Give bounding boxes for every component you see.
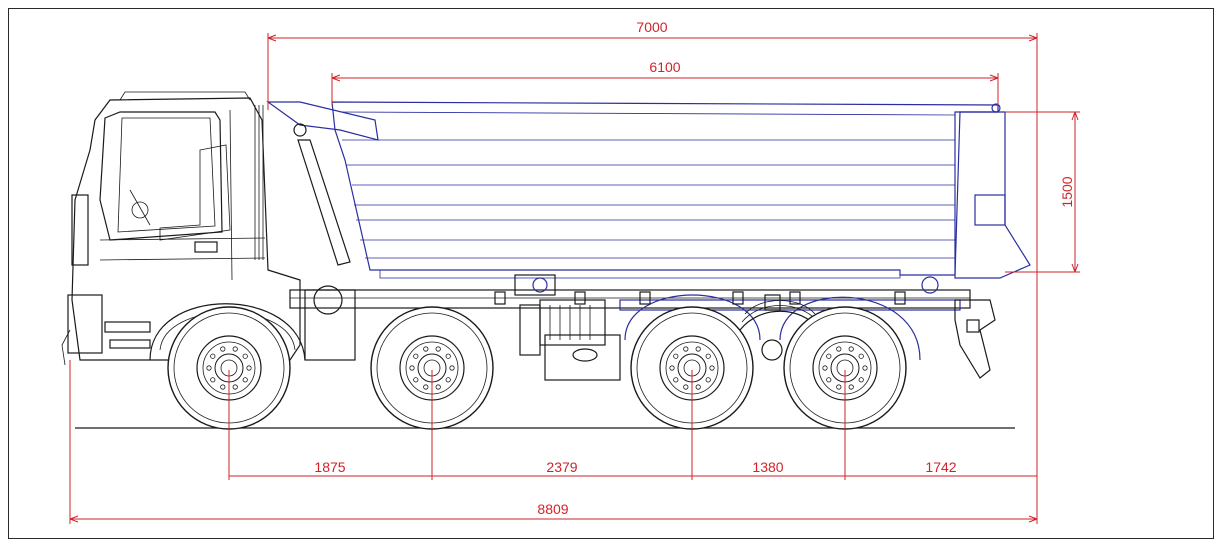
dim-body-overall: 7000	[636, 19, 667, 35]
dimension-lines	[69, 33, 1080, 524]
dim-rear-overhang: 1742	[925, 459, 956, 475]
dim-body-inner: 6100	[649, 59, 680, 75]
dim-body-height: 1500	[1059, 176, 1075, 207]
drawing-frame	[8, 8, 1214, 539]
dim-wheelbase-1: 1875	[314, 459, 345, 475]
wheels	[167, 306, 907, 430]
chassis-components	[304, 274, 906, 381]
dim-wheelbase-2: 2379	[546, 459, 577, 475]
truck-cab	[61, 91, 306, 366]
dump-body	[266, 101, 1031, 361]
dim-wheelbase-3: 1380	[752, 459, 783, 475]
dim-overall-length: 8809	[537, 501, 568, 517]
